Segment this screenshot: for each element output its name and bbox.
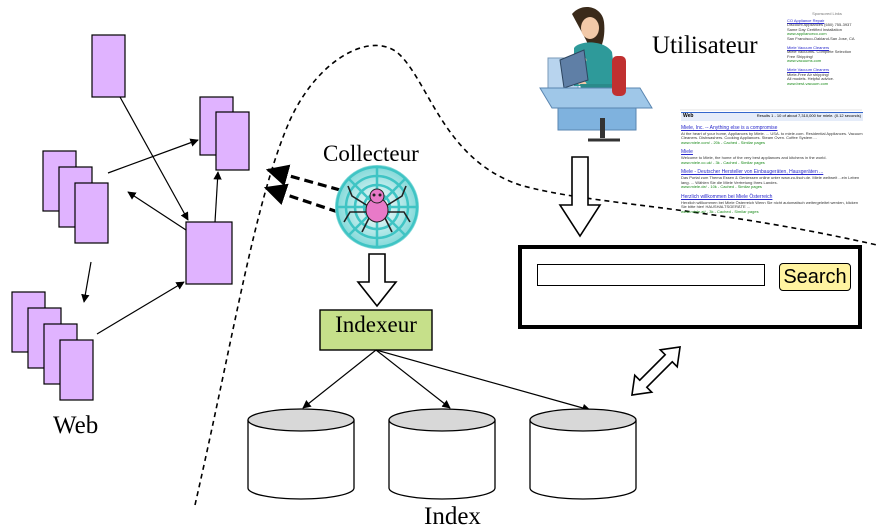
link-arrow [119, 96, 189, 221]
result-title[interactable]: Miele [681, 149, 693, 156]
web-doc-hub [185, 221, 233, 285]
result-snippet: Welcome to Miele, the home of the very b… [681, 155, 827, 161]
link-arrow [81, 261, 92, 303]
result-item: Herzlich willkommen bei Miele Österreich… [681, 193, 863, 215]
web-doc-single [91, 34, 126, 98]
result-url[interactable]: www.miele.at/ - 3k - Cached - Similar pa… [681, 208, 759, 214]
ad-item: Miele Vacuum Cleaners Miele Vacuums- Com… [787, 44, 867, 64]
result-url[interactable]: www.miele.com/ - 20k - Cached - Similar … [681, 139, 766, 145]
ad-line: All models. Helpful advice. [787, 76, 834, 82]
crawler-fetch-arrows [263, 164, 341, 214]
web-doc-stack-middle [42, 150, 109, 244]
result-title[interactable]: Miele, Inc. -- Anything else is a compro… [681, 124, 778, 131]
result-url[interactable]: www.miele.de/ - 10k - Cached - Similar p… [681, 184, 762, 190]
result-snippet: Das Portal zum Thema Essen & Geniessen o… [681, 174, 860, 185]
ads-header: Sponsored Links [812, 11, 842, 16]
ad-line: Same Day Certified Installation [787, 26, 842, 32]
ad-item: Miele Vacuum Cleaners Miele-Free Air shi… [787, 66, 867, 86]
indexer-label: Indexeur [335, 312, 417, 337]
ad-line: San Francisco-Oakland-San Jose, CA [787, 35, 855, 41]
crawler-label: Collecteur [323, 141, 419, 166]
result-snippet: Herzlich willkommen bei Miele Österreich… [681, 199, 859, 210]
indexer-to-index-arrows [302, 349, 591, 413]
search-index-exchange-arrow [631, 346, 681, 396]
ad-url: www.best-vacuum.com [787, 80, 829, 86]
index-disk [247, 408, 355, 500]
sponsored-links: Sponsored Links CO Appliance Repair Disc… [787, 11, 867, 86]
results-summary: Results 1 - 10 of about 7,310,000 for mi… [756, 113, 861, 118]
web-documents [11, 34, 250, 401]
search-input[interactable] [537, 264, 765, 286]
spider-icon [335, 165, 419, 249]
user-to-search-arrow [558, 156, 602, 238]
crawler-to-indexer-arrow [356, 253, 398, 308]
ad-title[interactable]: Miele Vacuum Cleaners [787, 44, 830, 50]
result-item: Miele Welcome to Miele, the home of the … [681, 150, 863, 165]
search-results: Web Results 1 - 10 of about 7,310,000 fo… [681, 112, 863, 214]
ad-title[interactable]: CO Appliance Repair [787, 17, 825, 23]
result-snippet: At the heart of your home, Appliances by… [681, 130, 863, 141]
web-links [81, 96, 222, 335]
user-label: Utilisateur [652, 32, 758, 59]
web-label: Web [53, 412, 99, 439]
ad-line: Discount Appliances (650) 755-3937 [787, 22, 852, 28]
web-doc-stack-bottom [11, 291, 94, 401]
result-item: Miele - Deutscher Hersteller von Einbaug… [681, 169, 863, 190]
ad-url: www.applianceco.com [787, 31, 827, 37]
search-button-label: Search [783, 265, 847, 288]
link-arrow [127, 191, 187, 231]
link-arrow [213, 171, 222, 223]
ad-url: www.vacuums.com [787, 58, 822, 64]
index-disk [388, 408, 496, 500]
result-item: Miele, Inc. -- Anything else is a compro… [681, 124, 863, 146]
link-arrow [107, 138, 199, 174]
result-title[interactable]: Herzlich willkommen bei Miele Österreich [681, 193, 773, 200]
ad-line: Miele Vacuums- Complete Selection [787, 49, 852, 55]
result-title[interactable]: Miele - Deutscher Hersteller von Einbaug… [681, 169, 824, 176]
web-doc-stack-top [199, 96, 250, 171]
results-tab-web[interactable]: Web [683, 113, 694, 119]
results-header: Web Results 1 - 10 of about 7,310,000 fo… [681, 112, 863, 121]
result-url[interactable]: www.miele.co.uk/ - 3k - Cached - Similar… [681, 159, 765, 165]
index-label: Index [424, 503, 481, 528]
link-arrow [96, 281, 185, 335]
ad-title[interactable]: Miele Vacuum Cleaners [787, 66, 830, 72]
ad-item: CO Appliance Repair Discount Appliances … [787, 17, 867, 42]
user-illustration [539, 7, 653, 142]
ad-line: Free Shipping! [787, 53, 814, 59]
boundary-curve [194, 44, 877, 506]
search-button[interactable]: Search [779, 263, 851, 291]
ad-line: Miele-Free Air shipping! [787, 71, 830, 77]
index-disks [247, 408, 637, 500]
index-disk [529, 408, 637, 500]
